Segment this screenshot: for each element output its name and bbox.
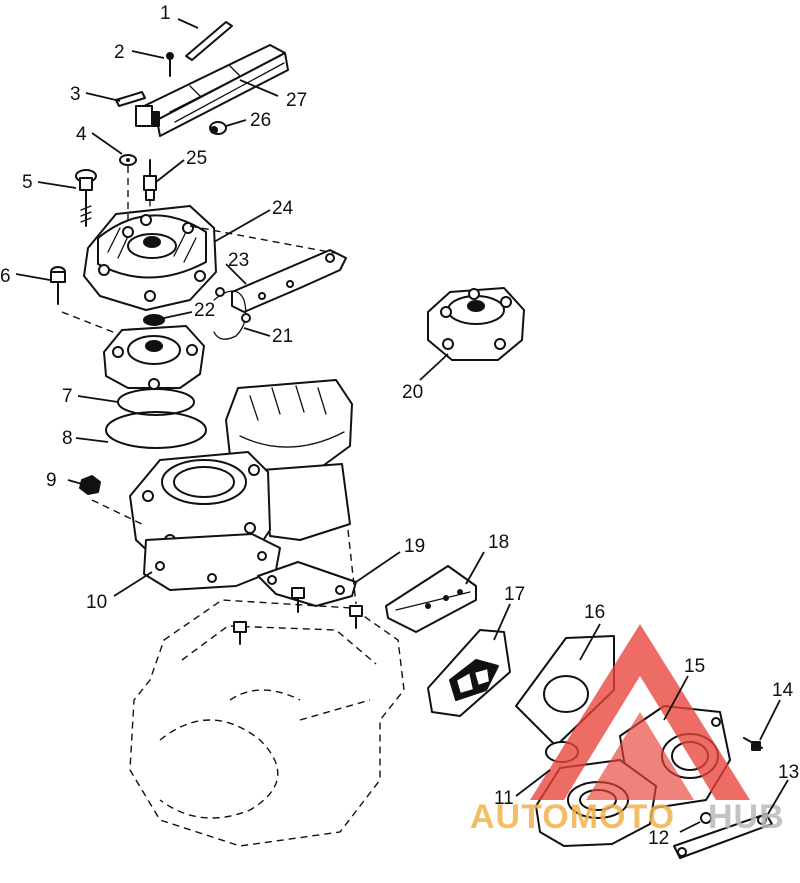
part-10-cylinder: [129, 379, 353, 591]
part-22-o-ring: [143, 314, 165, 326]
part-26-plug: [209, 121, 227, 135]
part-17-reed-valve: [427, 629, 511, 717]
part-19-base-gasket: [257, 561, 357, 607]
callout-24: 24: [272, 198, 294, 219]
callout-25: 25: [186, 148, 207, 169]
part-16-gasket: [515, 635, 615, 747]
callout-numbers: 1 2 3 4 5 6 7 8 9 10 27 26 25 24 23 22 2…: [0, 3, 799, 849]
part-14-bolt: [743, 737, 763, 751]
cylinder-head-insert: [103, 325, 205, 390]
part-2-screw: [166, 52, 174, 77]
callout-2: 2: [114, 42, 125, 63]
callout-27: 27: [286, 90, 307, 111]
part-6-stud: [50, 266, 66, 305]
crankcase: [129, 587, 405, 847]
part-18-reed-plate: [385, 565, 477, 633]
part-13-strap: [673, 813, 773, 859]
callout-16: 16: [584, 602, 605, 623]
watermark-triangle-icon: [530, 624, 750, 800]
part-9-nut: [79, 475, 101, 495]
part-24-head-cover: [83, 205, 217, 311]
part-21-gasket: [213, 287, 251, 340]
callout-22: 22: [194, 300, 215, 321]
callout-14: 14: [772, 680, 794, 701]
callout-23: 23: [228, 250, 249, 271]
callout-9: 9: [46, 470, 57, 491]
callout-6: 6: [0, 266, 11, 287]
watermark-text-left: AUTOMOTO: [470, 798, 675, 836]
callout-5: 5: [22, 172, 33, 193]
watermark-text-right: HUB: [708, 798, 785, 836]
callout-17: 17: [504, 584, 525, 605]
assembly-lines: [61, 166, 357, 605]
part-25-spark-plug: [143, 159, 157, 207]
part-1-decal: [185, 21, 233, 61]
callout-1: 1: [160, 3, 171, 24]
callout-26: 26: [250, 110, 271, 131]
part-8-o-ring: [105, 411, 207, 449]
callout-8: 8: [62, 428, 73, 449]
part-5-bolt: [75, 169, 97, 227]
callout-4: 4: [76, 124, 87, 145]
callout-21: 21: [272, 326, 293, 347]
callout-10: 10: [86, 592, 107, 613]
callout-3: 3: [70, 84, 81, 105]
leader-lines: [15, 18, 789, 833]
callout-13: 13: [778, 762, 799, 783]
part-12-pin: [700, 812, 712, 824]
part-4-washer: [119, 154, 137, 166]
part-23-bracket: [231, 249, 347, 313]
callout-11: 11: [494, 788, 514, 809]
callout-20: 20: [402, 382, 423, 403]
watermark-logo: [530, 624, 750, 800]
part-27-fuel-rail: [135, 44, 289, 137]
callout-7: 7: [62, 386, 73, 407]
part-20-head-cover: [427, 287, 525, 361]
callout-19: 19: [404, 536, 425, 557]
callout-12: 12: [648, 828, 669, 849]
callout-18: 18: [488, 532, 509, 553]
callout-15: 15: [684, 656, 705, 677]
part-3-clip: [115, 91, 146, 107]
